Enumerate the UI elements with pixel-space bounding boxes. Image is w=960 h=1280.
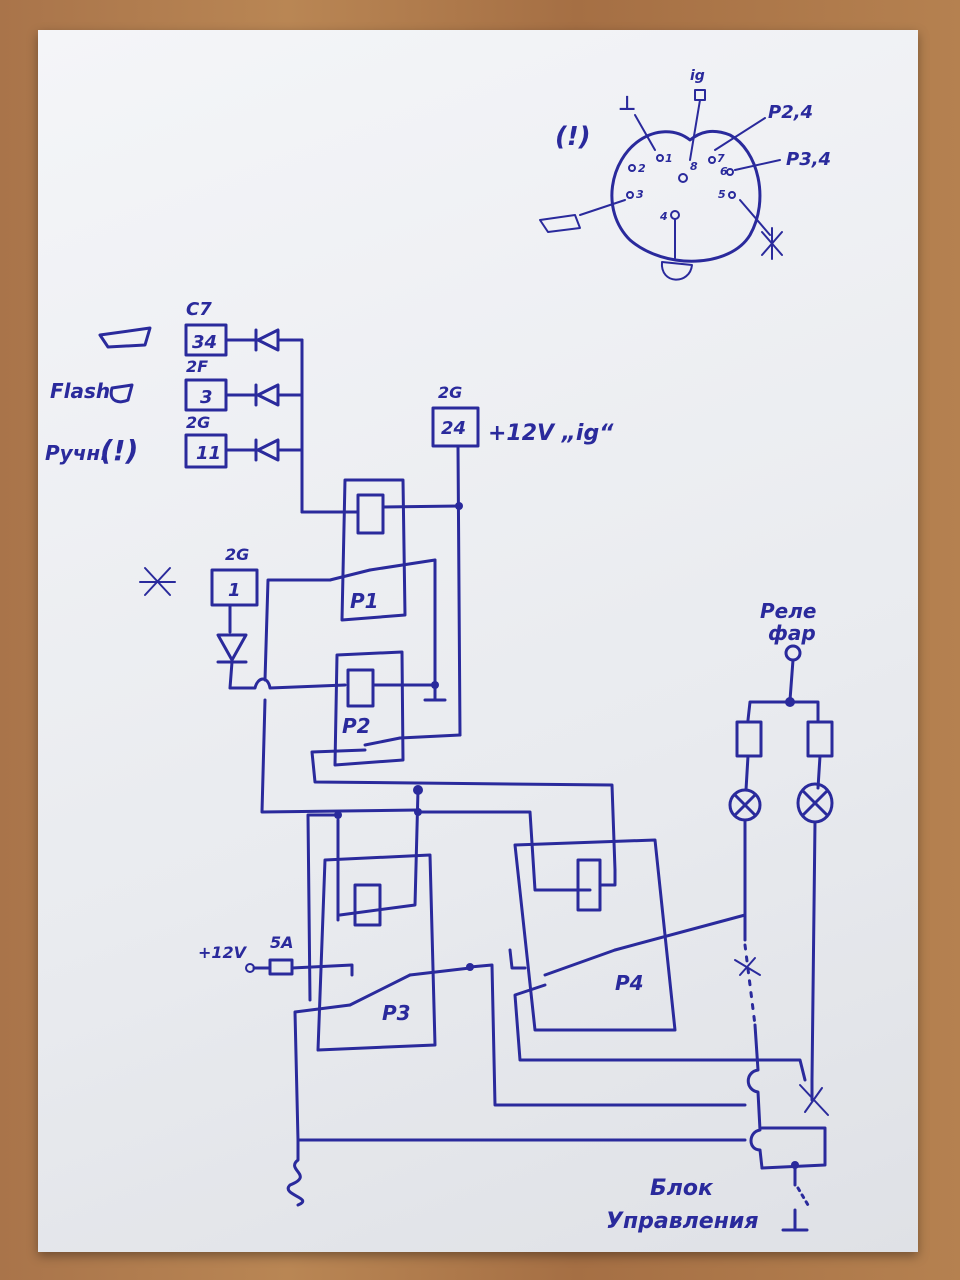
2f-connector-label: 2F — [186, 357, 208, 376]
connector-warning-symbol: (!) — [555, 122, 591, 152]
diode-c7 — [224, 328, 304, 352]
cut-mark-left — [734, 957, 761, 976]
connector-diagram: (!) ⊥ ig P2,4 P3,4 2 1 8 7 6 5 3 4 — [539, 68, 831, 281]
c7-connector-label: C7 — [186, 299, 212, 320]
connector-pin-8: 8 — [690, 160, 698, 173]
fuse-5a — [268, 958, 294, 976]
flash-label: Flash — [50, 379, 110, 403]
supply-voltage-label: +12V — [198, 943, 248, 962]
connector-oil-icon — [539, 214, 581, 233]
connector-headlight-icon — [660, 261, 693, 281]
relay-p2-label: P2 — [342, 714, 371, 738]
diode-lamp-output — [216, 633, 248, 664]
headlight-fuse-left — [735, 720, 763, 758]
diode-2g-11 — [224, 438, 304, 462]
control-unit-label-1: Блок — [650, 1176, 714, 1201]
control-unit: Блок Управления — [606, 1126, 827, 1234]
2g-pin-number-24: 24 — [441, 418, 466, 439]
connector-pin-6: 6 — [720, 165, 728, 178]
headlight-fuse-right — [806, 720, 834, 758]
headlight-icon — [109, 383, 134, 404]
2g-connector-label-24: 2G — [438, 383, 462, 402]
connector-pin-2: 2 — [638, 162, 646, 175]
connector-pin-7: 7 — [717, 152, 725, 165]
cut-mark-right — [799, 1084, 829, 1116]
2g-pin-box-24 — [431, 406, 480, 448]
2f-pin-number: 3 — [200, 387, 213, 408]
c7-pin-number: 34 — [192, 332, 217, 353]
connector-ground-label: ⊥ — [618, 91, 636, 115]
ignition-label: +12V „ig“ — [488, 421, 614, 446]
connector-ig-label: ig — [690, 68, 705, 84]
parking-brake-label: Pучн. — [45, 441, 108, 465]
connector-pin-5: 5 — [718, 188, 726, 201]
diode-2f — [224, 383, 304, 407]
headlight-relay-label-2: фар — [768, 621, 816, 645]
ground-symbol — [286, 1138, 305, 1207]
headlight-relay-terminal — [784, 644, 802, 662]
warning-lamp-icon — [139, 567, 176, 596]
relay-p4-label: P4 — [615, 971, 644, 995]
2g-pin-box-1 — [210, 568, 259, 607]
oil-can-icon — [98, 326, 152, 349]
2g-pin-number-11: 11 — [196, 443, 221, 464]
connector-pin-4: 4 — [659, 210, 668, 223]
connector-lamp-icon — [761, 227, 783, 260]
relay-p1-label: P1 — [350, 589, 379, 613]
connector-p24-label: P2,4 — [768, 102, 813, 123]
supply-fuse-label: 5A — [270, 933, 294, 952]
relay-p3-label: P3 — [382, 1001, 411, 1025]
connector-pin-1: 1 — [665, 152, 673, 165]
connector-pin-3: 3 — [636, 188, 644, 201]
control-unit-label-2: Управления — [606, 1209, 758, 1234]
relay-p2: P2 — [333, 650, 462, 767]
2g-connector-label-1: 2G — [225, 545, 249, 564]
relay-p3: P3 — [306, 813, 474, 1052]
warning-icon: (!) — [100, 434, 138, 467]
headlight-bulb-right — [796, 782, 834, 824]
connector-p34-label: P3,4 — [786, 149, 831, 170]
relay-p1: P1 — [328, 478, 461, 702]
headlight-bulb-left — [728, 788, 762, 822]
relay-p4: P4 — [416, 810, 747, 1032]
2g-pin-number-1: 1 — [228, 580, 241, 601]
2g-connector-label-11: 2G — [186, 413, 210, 432]
headlight-relay-label-1: Реле — [760, 599, 816, 623]
